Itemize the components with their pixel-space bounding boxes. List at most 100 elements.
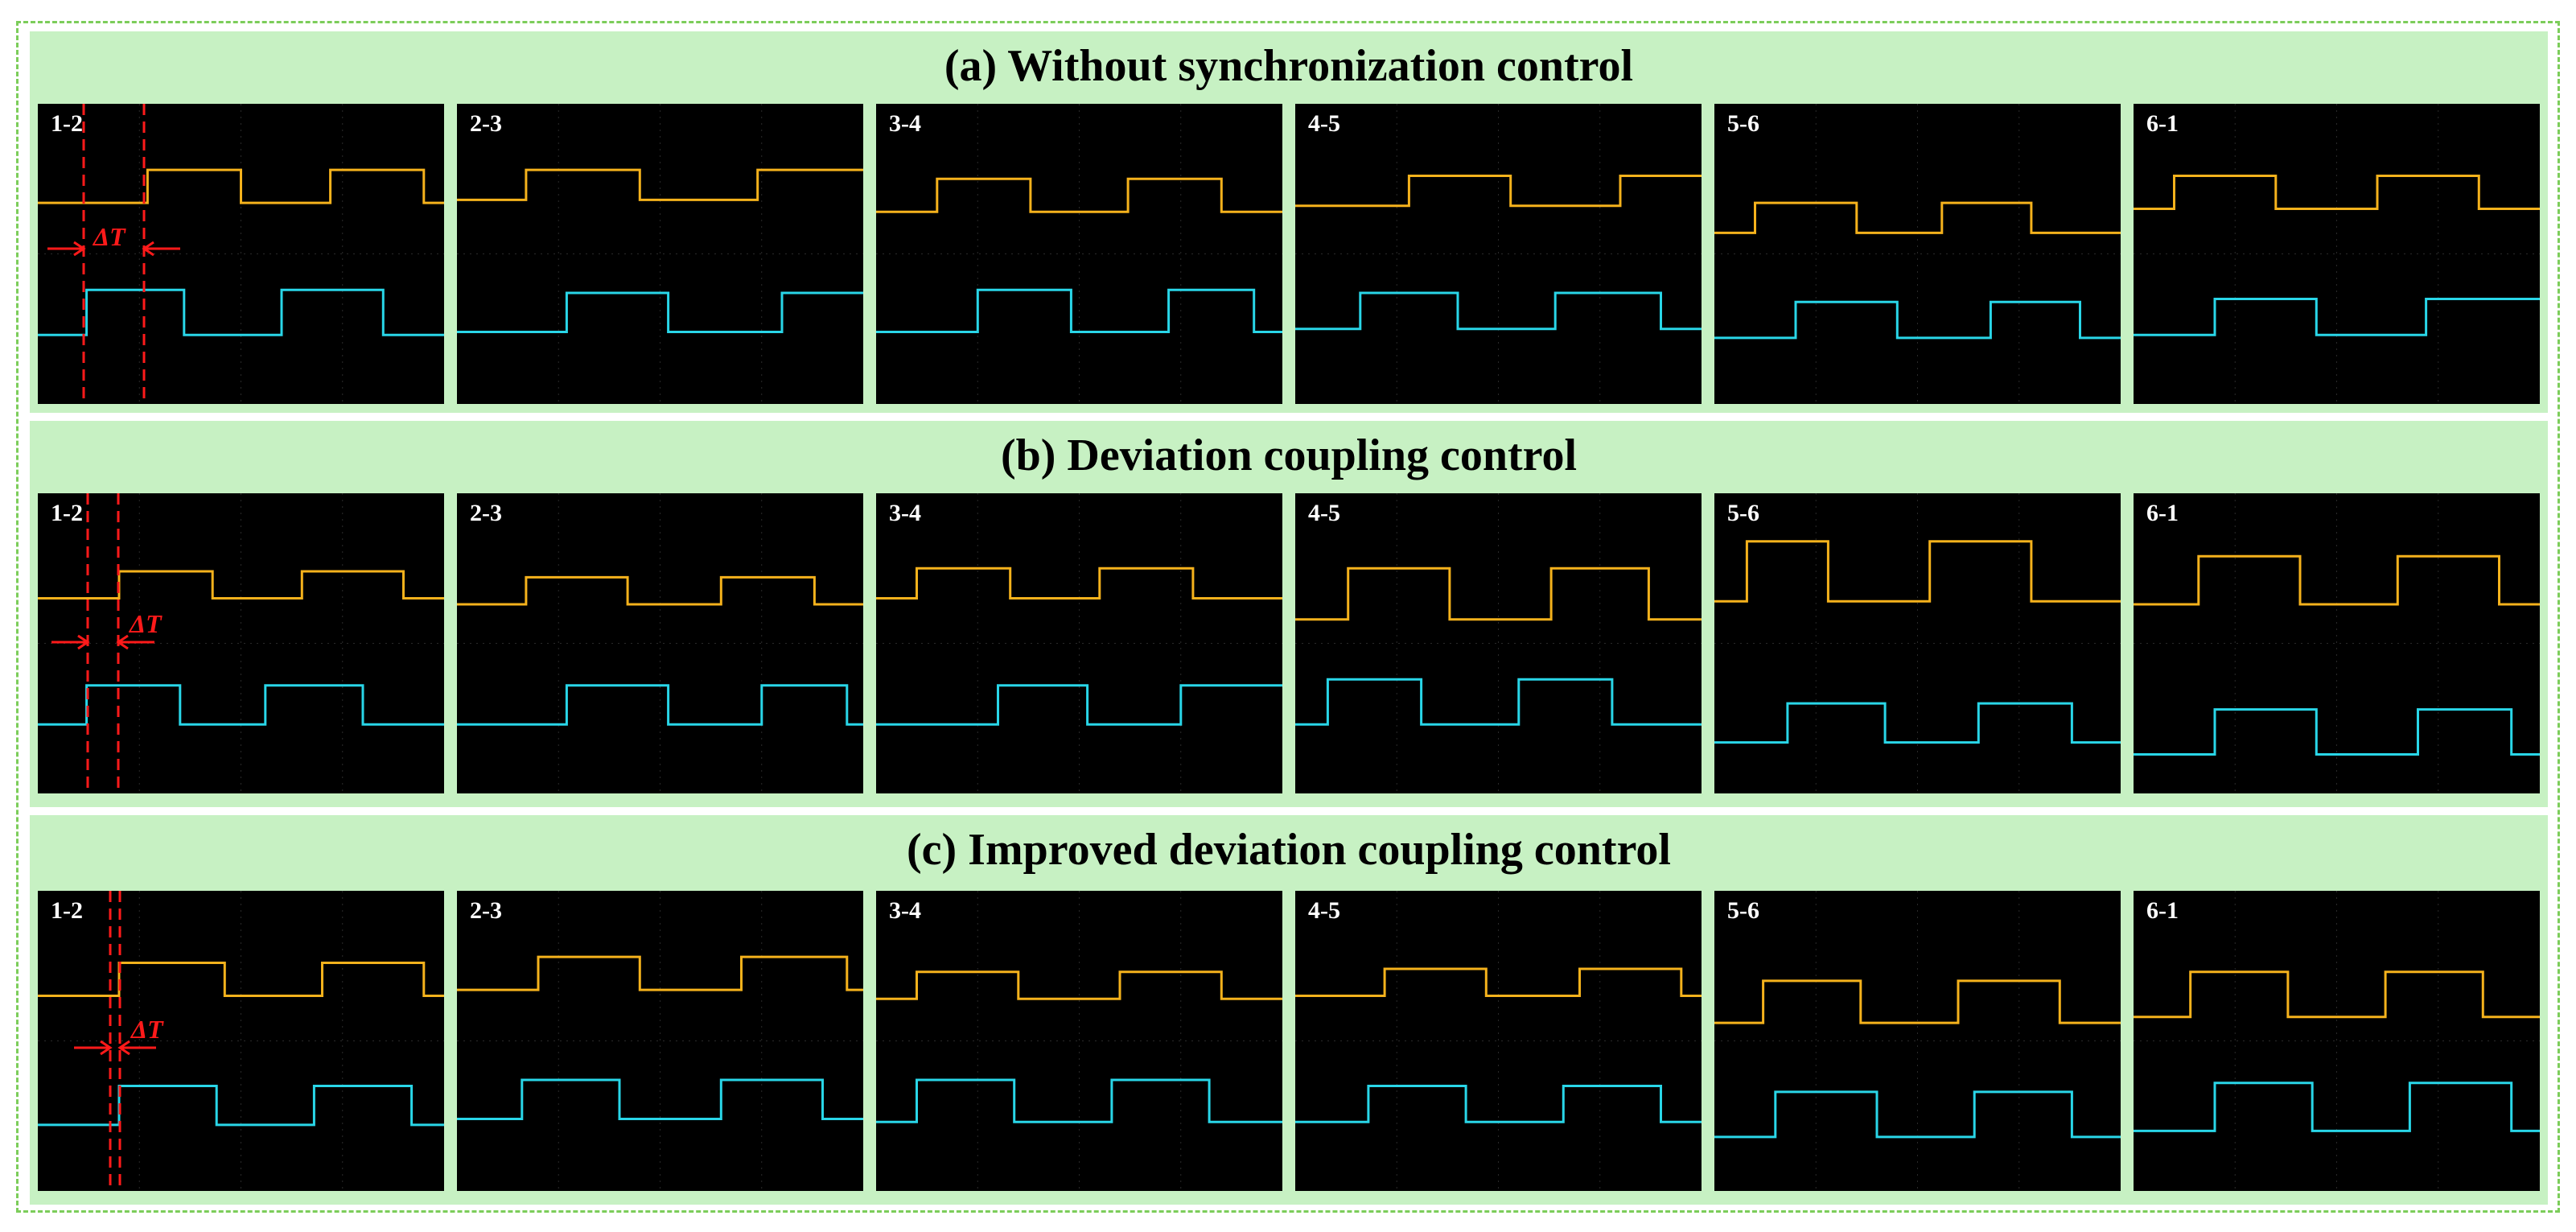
yellow-trace xyxy=(2134,554,2540,606)
cyan-trace xyxy=(876,1078,1282,1123)
scope-label: 4-5 xyxy=(1308,897,1340,924)
scope-b-3-4: 3-4 xyxy=(876,493,1282,793)
scope-traces xyxy=(457,493,863,793)
scope-label: 5-6 xyxy=(1727,110,1759,137)
delta-arrows xyxy=(51,634,154,650)
scope-c-1-2: ΔT 1-2 xyxy=(38,891,444,1191)
cyan-trace xyxy=(1714,300,2121,340)
scope-label: 6-1 xyxy=(2146,110,2179,137)
yellow-trace xyxy=(38,962,444,997)
yellow-trace xyxy=(876,177,1282,213)
yellow-trace xyxy=(2134,970,2540,1019)
scope-label: 3-4 xyxy=(889,897,921,924)
scope-label: 1-2 xyxy=(51,500,83,526)
scope-traces xyxy=(1714,104,2121,404)
cyan-trace xyxy=(1714,1090,2121,1139)
scope-traces xyxy=(1295,104,1702,404)
scope-c-2-3: 2-3 xyxy=(457,891,863,1191)
section-b-band: (b) Deviation coupling control ΔT 1-2 2-3… xyxy=(30,421,2548,807)
scope-label: 5-6 xyxy=(1727,500,1759,526)
yellow-trace xyxy=(457,955,863,991)
scope-traces: ΔT xyxy=(38,104,444,404)
yellow-trace xyxy=(1714,540,2121,603)
cyan-trace xyxy=(1295,1085,1702,1123)
scope-label: 6-1 xyxy=(2146,897,2179,924)
scope-traces xyxy=(2134,891,2540,1191)
yellow-trace xyxy=(38,168,444,204)
yellow-trace xyxy=(876,567,1282,600)
section-a-title: (a) Without synchronization control xyxy=(944,41,1634,91)
scope-a-3-4: 3-4 xyxy=(876,104,1282,404)
yellow-trace xyxy=(1295,175,1702,208)
cyan-trace xyxy=(876,684,1282,726)
scope-c-6-1: 6-1 xyxy=(2134,891,2540,1191)
scope-label: 6-1 xyxy=(2146,500,2179,526)
scope-c-3-4: 3-4 xyxy=(876,891,1282,1191)
scope-traces: ΔT xyxy=(38,891,444,1191)
scope-b-4-5: 4-5 xyxy=(1295,493,1702,793)
scope-traces: ΔT xyxy=(38,493,444,793)
scope-label: 1-2 xyxy=(51,110,83,137)
scope-traces xyxy=(1714,891,2121,1191)
scope-a-6-1: 6-1 xyxy=(2134,104,2540,404)
scope-b-2-3: 2-3 xyxy=(457,493,863,793)
cyan-trace xyxy=(457,1078,863,1120)
section-c-title: (c) Improved deviation coupling control xyxy=(907,825,1671,875)
scope-traces xyxy=(1714,493,2121,793)
cyan-trace xyxy=(457,684,863,726)
delta-t-label: ΔT xyxy=(130,1015,164,1044)
delta-t-label: ΔT xyxy=(92,222,126,251)
cyan-trace xyxy=(1714,702,2121,744)
cyan-trace xyxy=(1295,291,1702,331)
delta-t-label: ΔT xyxy=(128,609,163,638)
scope-label: 4-5 xyxy=(1308,110,1340,137)
scope-traces xyxy=(876,493,1282,793)
section-b-title: (b) Deviation coupling control xyxy=(1000,431,1578,480)
section-c-band: (c) Improved deviation coupling control … xyxy=(30,815,2548,1205)
yellow-trace xyxy=(1714,979,2121,1024)
cyan-trace xyxy=(38,684,444,726)
scope-a-2-3: 2-3 xyxy=(457,104,863,404)
scope-label: 1-2 xyxy=(51,897,83,924)
scope-a-4-5: 4-5 xyxy=(1295,104,1702,404)
yellow-trace xyxy=(457,575,863,606)
cyan-trace xyxy=(457,291,863,333)
yellow-trace xyxy=(2134,175,2540,210)
scope-a-5-6: 5-6 xyxy=(1714,104,2121,404)
scope-traces xyxy=(1295,493,1702,793)
scope-label: 4-5 xyxy=(1308,500,1340,526)
yellow-trace xyxy=(1295,567,1702,621)
scope-c-4-5: 4-5 xyxy=(1295,891,1702,1191)
scope-traces xyxy=(457,891,863,1191)
scope-traces xyxy=(876,104,1282,404)
scope-traces xyxy=(457,104,863,404)
cyan-trace xyxy=(2134,298,2540,336)
scope-a-1-2: ΔT 1-2 xyxy=(38,104,444,404)
cyan-trace xyxy=(876,288,1282,333)
cyan-trace xyxy=(2134,708,2540,756)
scope-label: 3-4 xyxy=(889,500,921,526)
yellow-trace xyxy=(457,168,863,201)
yellow-trace xyxy=(876,970,1282,1000)
scope-traces xyxy=(1295,891,1702,1191)
cyan-trace xyxy=(1295,678,1702,726)
figure-frame: (a) Without synchronization control ΔT 1-… xyxy=(16,21,2560,1213)
scope-label: 2-3 xyxy=(470,897,502,924)
scope-label: 2-3 xyxy=(470,500,502,526)
scope-label: 5-6 xyxy=(1727,897,1759,924)
scope-c-5-6: 5-6 xyxy=(1714,891,2121,1191)
scope-traces xyxy=(2134,493,2540,793)
scope-b-5-6: 5-6 xyxy=(1714,493,2121,793)
cyan-trace xyxy=(38,288,444,336)
yellow-trace xyxy=(1714,201,2121,234)
scope-label: 3-4 xyxy=(889,110,921,137)
scope-b-1-2: ΔT 1-2 xyxy=(38,493,444,793)
section-a-band: (a) Without synchronization control ΔT 1-… xyxy=(30,31,2548,413)
cyan-trace xyxy=(2134,1082,2540,1132)
yellow-trace xyxy=(1295,967,1702,997)
scope-traces xyxy=(2134,104,2540,404)
scope-b-6-1: 6-1 xyxy=(2134,493,2540,793)
delta-arrows xyxy=(74,1040,156,1056)
scope-label: 2-3 xyxy=(470,110,502,137)
scope-traces xyxy=(876,891,1282,1191)
